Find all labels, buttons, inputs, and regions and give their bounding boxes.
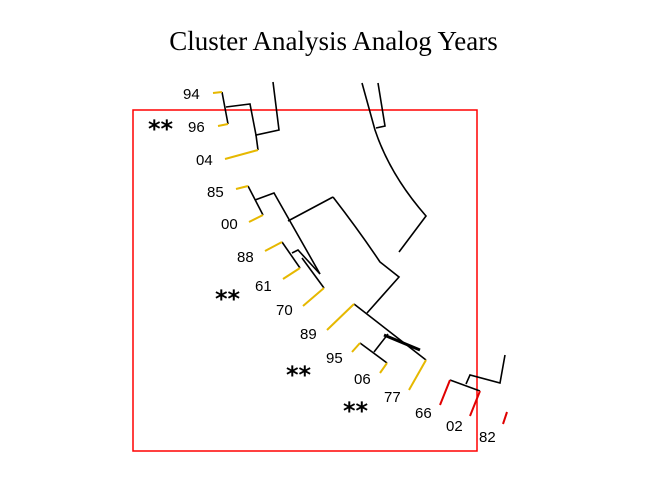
leaf-label: 94: [183, 86, 200, 103]
analog-markers: ** ** ** **: [148, 115, 369, 425]
leaf-label: 89: [300, 326, 317, 343]
leaf-label: 70: [276, 302, 293, 319]
leaf-labels: 94 96 04 85 00 88 61 70 89 95 06 77 66 0…: [183, 86, 496, 446]
leaf-label: 04: [196, 152, 213, 169]
leaf-label: 88: [237, 249, 254, 266]
leaf-label: 95: [326, 350, 343, 367]
asterisk-marker: **: [286, 361, 312, 389]
leaf-label: 66: [415, 405, 432, 422]
leaf-label: 02: [446, 418, 463, 435]
asterisk-marker: **: [148, 115, 174, 143]
leaf-label: 06: [354, 371, 371, 388]
leaf-label: 82: [479, 429, 496, 446]
leaf-label: 00: [221, 216, 238, 233]
leaf-label: 77: [384, 389, 401, 406]
asterisk-marker: **: [215, 285, 241, 313]
highlight-box: [132, 109, 478, 452]
asterisk-marker: **: [343, 397, 369, 425]
leaf-stubs: [212, 91, 508, 425]
leaf-label: 61: [255, 278, 272, 295]
branches: [221, 81, 506, 392]
leaf-label: 96: [188, 119, 205, 136]
leaf-label: 85: [207, 184, 224, 201]
diagram-title: Cluster Analysis Analog Years: [169, 26, 498, 56]
